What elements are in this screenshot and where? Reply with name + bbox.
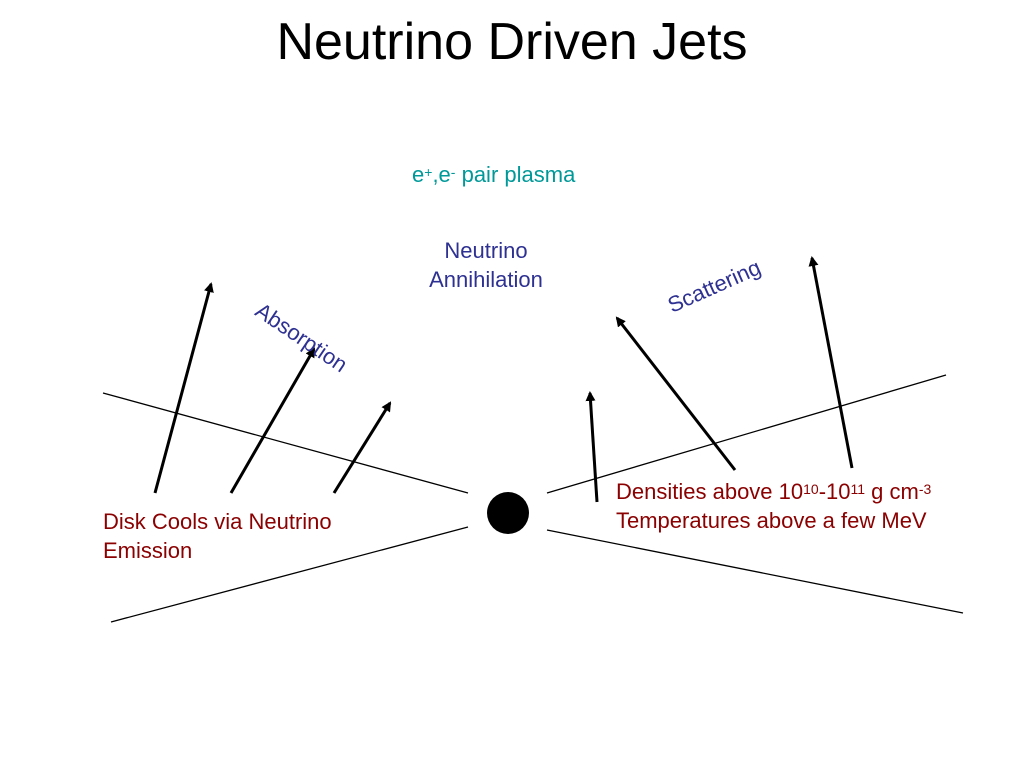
neutrino-annihilation-label: Neutrino Annihilation [412, 236, 560, 294]
densities-line1: Densities above 1010-1011 g cm-3 [616, 477, 931, 506]
arrow-right-2 [615, 316, 737, 471]
disk-line-upper-left [102, 392, 469, 494]
densities-exp2: 11 [850, 481, 866, 497]
plasma-minus: - [450, 164, 456, 180]
disk-cools-line1: Disk Cools via Neutrino [103, 509, 332, 534]
densities-exp3: -3 [918, 481, 932, 497]
annihilation-line2: Annihilation [429, 267, 543, 292]
arrow-left-3 [332, 401, 392, 494]
disk-cools-line2: Emission [103, 538, 193, 563]
disk-line-lower-right [546, 529, 964, 614]
arrow-right-3 [808, 256, 854, 469]
disk-line-upper-right [546, 374, 947, 494]
densities-pre: Densities above 10 [616, 479, 804, 504]
arrow-right-1 [585, 391, 599, 503]
densities-mid: -10 [818, 479, 851, 504]
annihilation-line1: Neutrino [444, 238, 528, 263]
densities-unit: g cm [865, 479, 919, 504]
disk-line-lower-left [110, 526, 469, 623]
central-black-hole [487, 492, 529, 534]
plasma-e: e [412, 162, 425, 187]
temperatures-line: Temperatures above a few MeV [616, 508, 927, 533]
densities-label: Densities above 1010-1011 g cm-3 Tempera… [616, 477, 931, 535]
densities-exp1: 10 [803, 481, 819, 497]
arrow-left-2 [229, 347, 316, 494]
plasma-rest: pair plasma [455, 162, 576, 187]
plasma-plus: + [424, 164, 433, 180]
arrow-left-1 [153, 282, 214, 494]
disk-cools-label: Disk Cools via Neutrino Emission [103, 507, 332, 565]
plasma-sep: ,e [432, 162, 451, 187]
slide-title: Neutrino Driven Jets [276, 13, 748, 71]
pair-plasma-label: e+,e- pair plasma [412, 160, 575, 189]
